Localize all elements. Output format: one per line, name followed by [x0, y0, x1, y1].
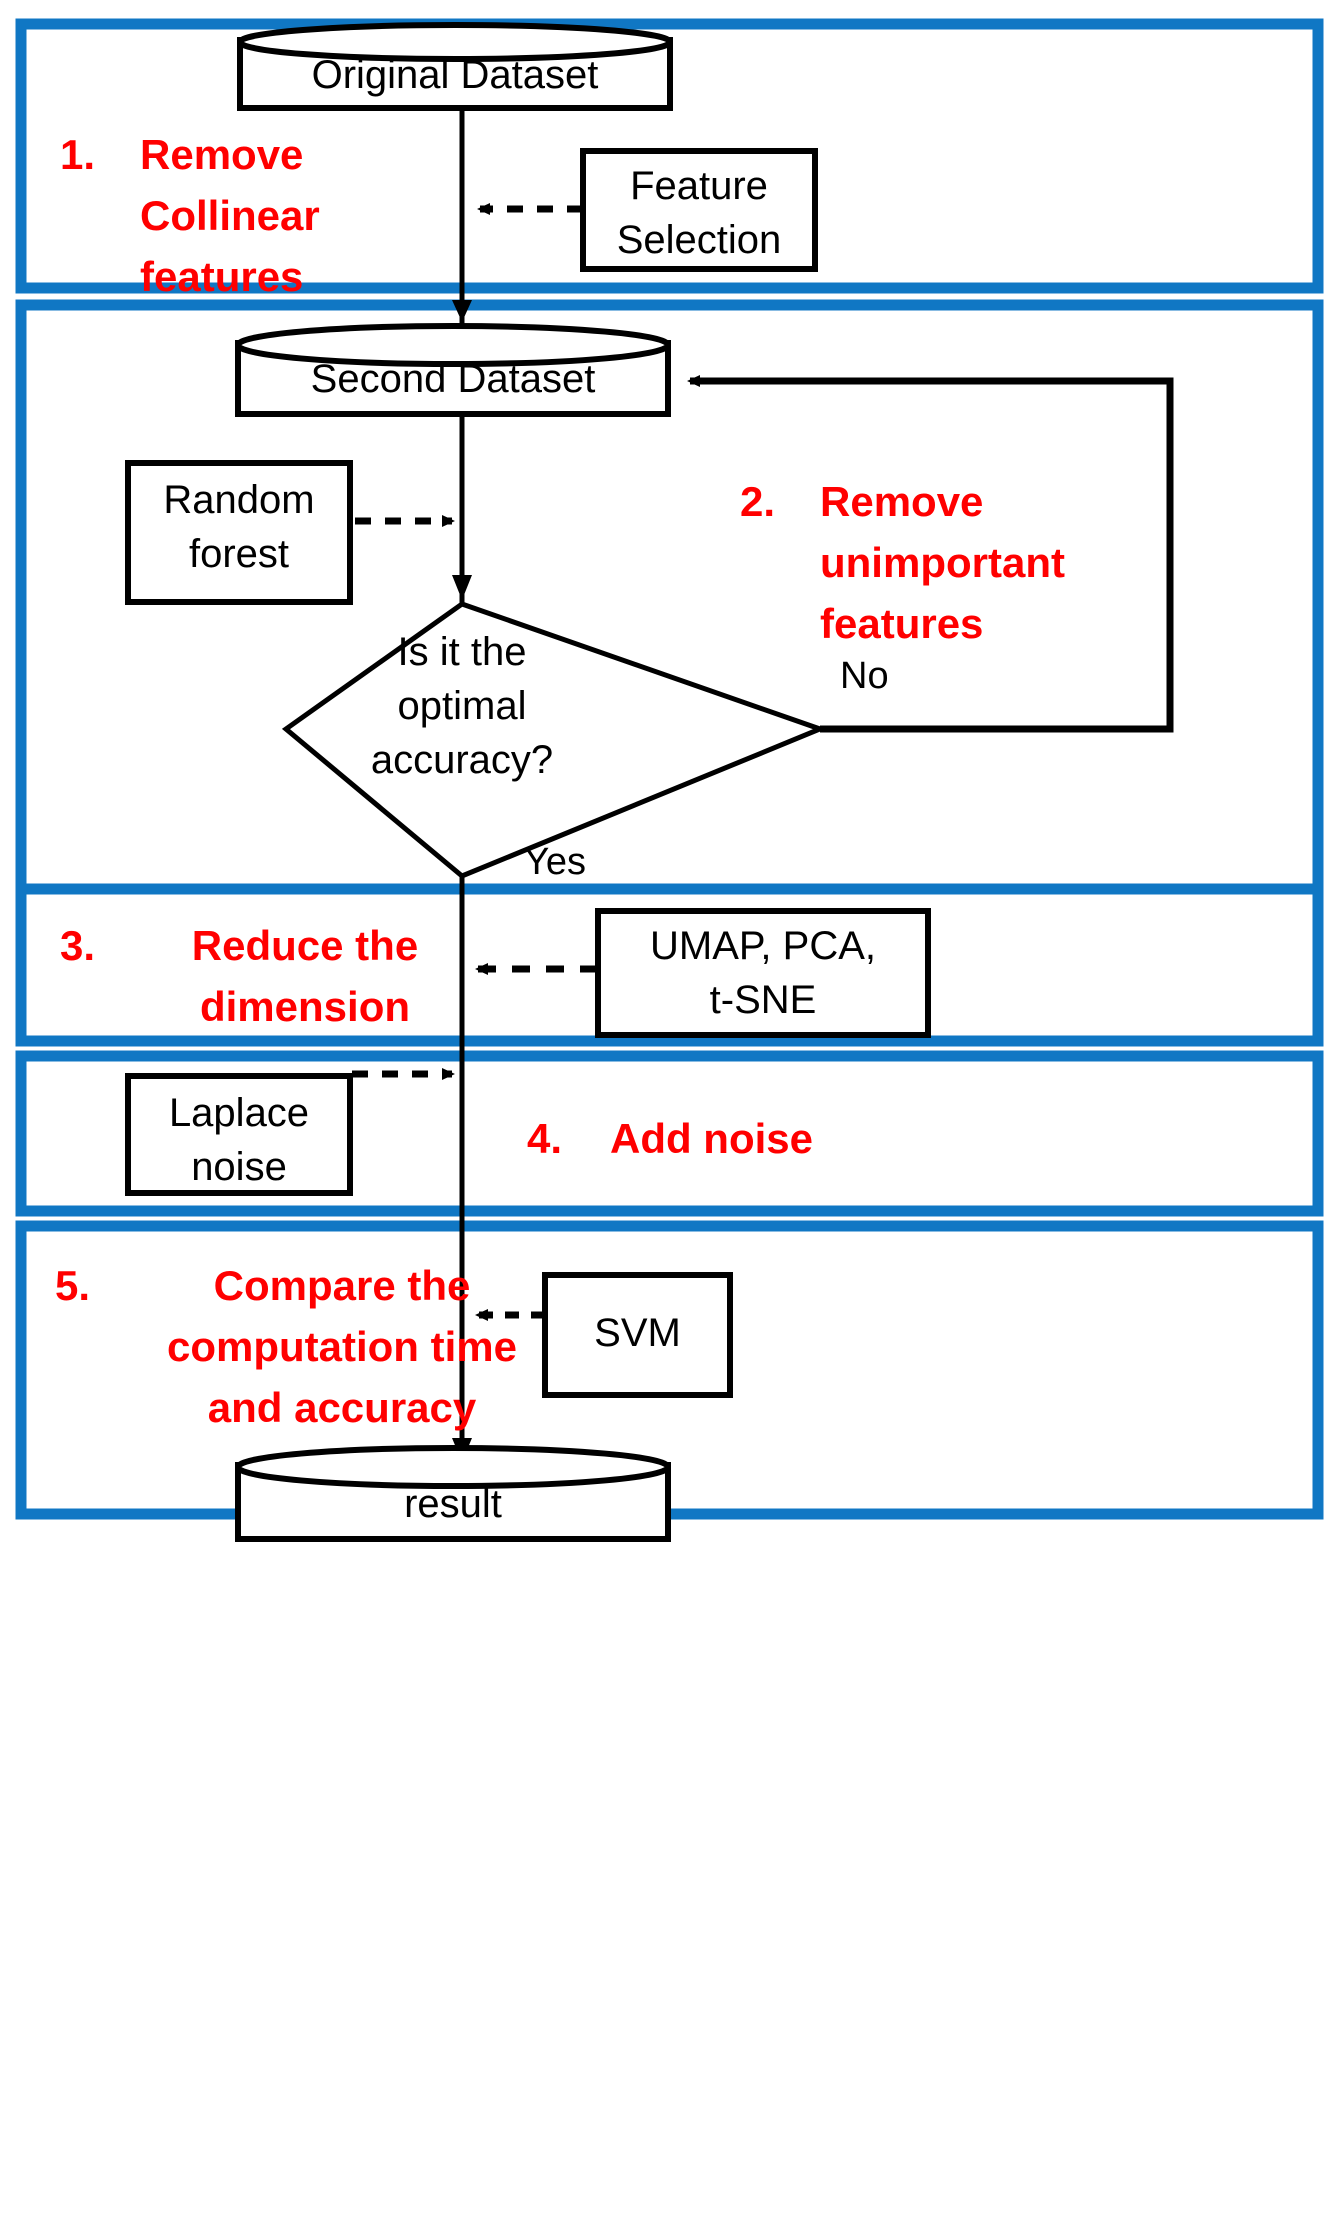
stage-3-text: Reduce the dimension	[191, 922, 419, 1030]
laplace-noise-shape	[125, 1073, 353, 1196]
section-1-frame	[15, 18, 1324, 294]
stage-5-number: 5.	[55, 1262, 91, 1309]
stage-2-number: 2.	[740, 478, 776, 525]
result-shape	[235, 1445, 671, 1542]
svm-label: SVM	[594, 1311, 681, 1355]
decision-shape	[281, 601, 828, 879]
section-3-frame	[15, 883, 1324, 1047]
decision-label: Is it the optimal accuracy?	[370, 630, 554, 782]
stage-2-text: Remove unimportant features	[820, 478, 1065, 647]
stage-4-text: Add noise	[610, 1115, 814, 1162]
spine-arrow-to-second-dataset	[452, 300, 472, 322]
original-dataset-shape	[237, 22, 673, 111]
dim-reduction-shape	[595, 908, 931, 1038]
spine-arrow-to-decision	[452, 575, 472, 600]
dim-reduction-label: UMAP, PCA, t-SNE	[650, 924, 876, 1022]
loop-back-connector	[687, 375, 1174, 733]
original-dataset-label: Original Dataset	[311, 53, 599, 97]
stage-5-text: Compare the computation time and accurac…	[166, 1262, 517, 1431]
second-dataset-label: Second Dataset	[310, 357, 596, 401]
section-4-frame	[15, 1050, 1324, 1217]
branch-label-yes: Yes	[524, 841, 586, 883]
stage-3-number: 3.	[60, 922, 96, 969]
branch-label-no: No	[840, 655, 889, 697]
feature-selection-label: Feature Selection	[616, 164, 782, 262]
stage-1-number: 1.	[60, 131, 96, 178]
stage-1-text: Remove Collinear features	[140, 131, 320, 300]
random-forest-shape	[125, 460, 353, 605]
random-forest-label: Random forest	[163, 478, 315, 576]
second-dataset-shape	[235, 323, 671, 417]
result-label: result	[404, 1482, 502, 1526]
stage-4-number: 4.	[527, 1115, 563, 1162]
laplace-noise-label: Laplace noise	[168, 1091, 310, 1189]
svm-shape	[542, 1272, 733, 1398]
